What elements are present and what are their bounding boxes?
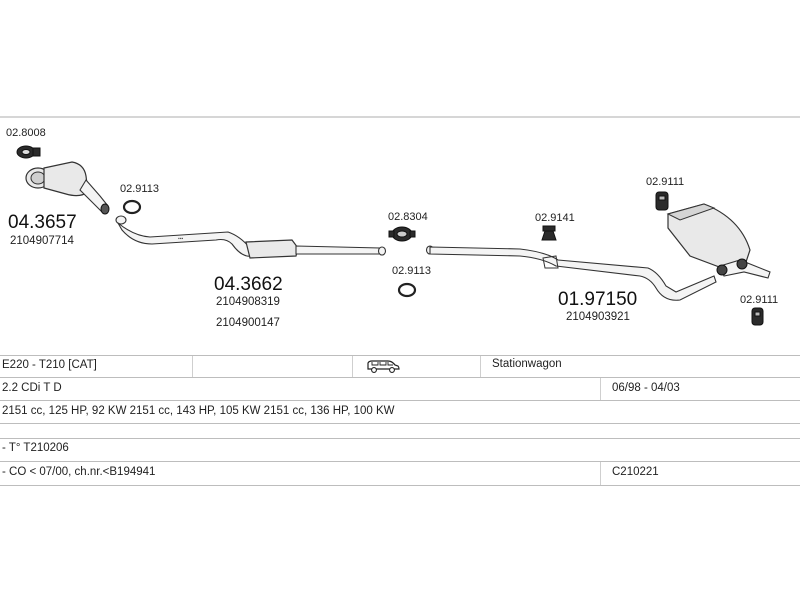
center-pipe-number: 04.3662 bbox=[214, 274, 283, 295]
table-line bbox=[0, 485, 800, 486]
hanger-c-label: 02.9111 bbox=[740, 294, 778, 306]
model-text: E220 - T210 [CAT] bbox=[2, 359, 97, 371]
clamp-a-part bbox=[16, 145, 41, 159]
hanger-a-label: 02.9141 bbox=[535, 212, 575, 224]
front-cat-part bbox=[25, 161, 110, 215]
gasket-b-part bbox=[397, 282, 417, 298]
table-divider bbox=[192, 356, 193, 377]
svg-text:▪▪▪: ▪▪▪ bbox=[178, 236, 184, 242]
station-wagon-icon bbox=[366, 358, 400, 378]
clamp-b-part bbox=[388, 226, 416, 242]
rear-muffler-part bbox=[425, 203, 771, 301]
table-divider bbox=[480, 356, 481, 377]
body-type-text: Stationwagon bbox=[492, 358, 562, 370]
table-line bbox=[0, 461, 800, 462]
engine-text: 2.2 CDi T D bbox=[2, 382, 62, 394]
table-divider bbox=[352, 356, 353, 377]
table-line bbox=[0, 423, 800, 424]
table-divider bbox=[600, 462, 601, 485]
note-text: - CO < 07/00, ch.nr.<B194941 bbox=[2, 466, 156, 478]
gasket-a-label: 02.9113 bbox=[120, 183, 159, 195]
hanger-b-label: 02.9111 bbox=[646, 176, 684, 188]
gasket-b-label: 02.9113 bbox=[392, 265, 431, 277]
hanger-c-part bbox=[751, 307, 764, 326]
note-text: - T° T210206 bbox=[2, 442, 69, 454]
table-divider bbox=[600, 378, 601, 400]
table-line bbox=[0, 377, 800, 378]
reference-text: C210221 bbox=[612, 466, 659, 478]
years-text: 06/98 - 04/03 bbox=[612, 382, 680, 394]
hanger-b-part bbox=[655, 191, 669, 211]
table-line bbox=[0, 355, 800, 356]
front-cat-code: 2104907714 bbox=[10, 235, 75, 247]
rear-muffler-number: 01.97150 bbox=[558, 289, 637, 310]
rear-muffler-code: 2104903921 bbox=[566, 311, 630, 323]
center-pipe-part: ▪▪▪ bbox=[115, 215, 387, 259]
hanger-a-part bbox=[541, 225, 557, 241]
clamp-a-label: 02.8008 bbox=[6, 127, 46, 139]
clamp-b-label: 02.8304 bbox=[388, 211, 428, 223]
table-line bbox=[0, 438, 800, 439]
center-pipe-code-1: 2104908319 bbox=[216, 296, 280, 308]
engine-specs-text: 2151 cc, 125 HP, 92 KW 2151 cc, 143 HP, … bbox=[2, 405, 395, 417]
front-cat-number: 04.3657 bbox=[8, 212, 77, 233]
gasket-a-part bbox=[122, 199, 142, 215]
center-pipe-code-2: 2104900147 bbox=[216, 317, 280, 329]
table-line bbox=[0, 400, 800, 401]
